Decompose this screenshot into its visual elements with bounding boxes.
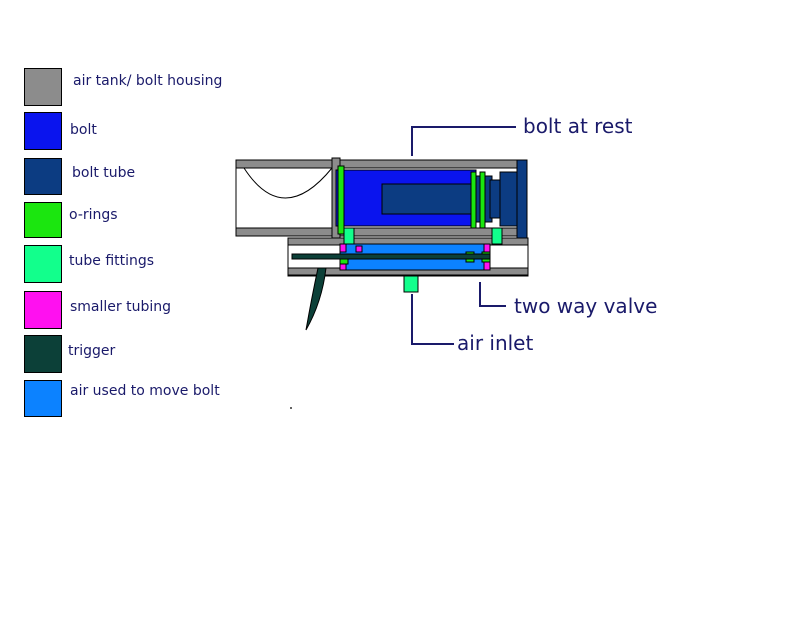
legend-swatch-trigger xyxy=(24,335,62,373)
o-rings xyxy=(337,165,486,235)
legend-label-bolt-tube: bolt tube xyxy=(72,165,136,181)
stray-dot xyxy=(290,407,292,409)
legend-swatch-tube-fittings xyxy=(24,245,62,283)
legend-swatch-bolt xyxy=(24,112,62,150)
legend-label-bolt: bolt xyxy=(70,122,97,138)
legend-label-smaller-tubing: smaller tubing xyxy=(70,299,172,315)
legend-swatch-o-rings xyxy=(24,202,62,238)
callout-bolt-at-rest: bolt at rest xyxy=(523,114,633,138)
legend-swatch-air-tank xyxy=(24,68,62,106)
callout-lines xyxy=(411,126,516,345)
legend-label-air: air used to move bolt xyxy=(70,383,220,399)
legend-swatch-smaller-tubing xyxy=(24,291,62,329)
callout-two-way-valve: two way valve xyxy=(514,294,658,318)
legend-swatch-air xyxy=(24,380,62,417)
legend-swatch-bolt-tube xyxy=(24,158,62,195)
callout-air-inlet: air inlet xyxy=(457,331,534,355)
trigger xyxy=(291,253,491,331)
legend-label-air-tank: air tank/ bolt housing xyxy=(73,73,223,89)
legend-label-o-rings: o-rings xyxy=(69,207,118,223)
legend-label-tube-fittings: tube fittings xyxy=(69,253,155,269)
legend-label-trigger: trigger xyxy=(68,343,116,359)
bolt-assembly xyxy=(335,159,528,239)
